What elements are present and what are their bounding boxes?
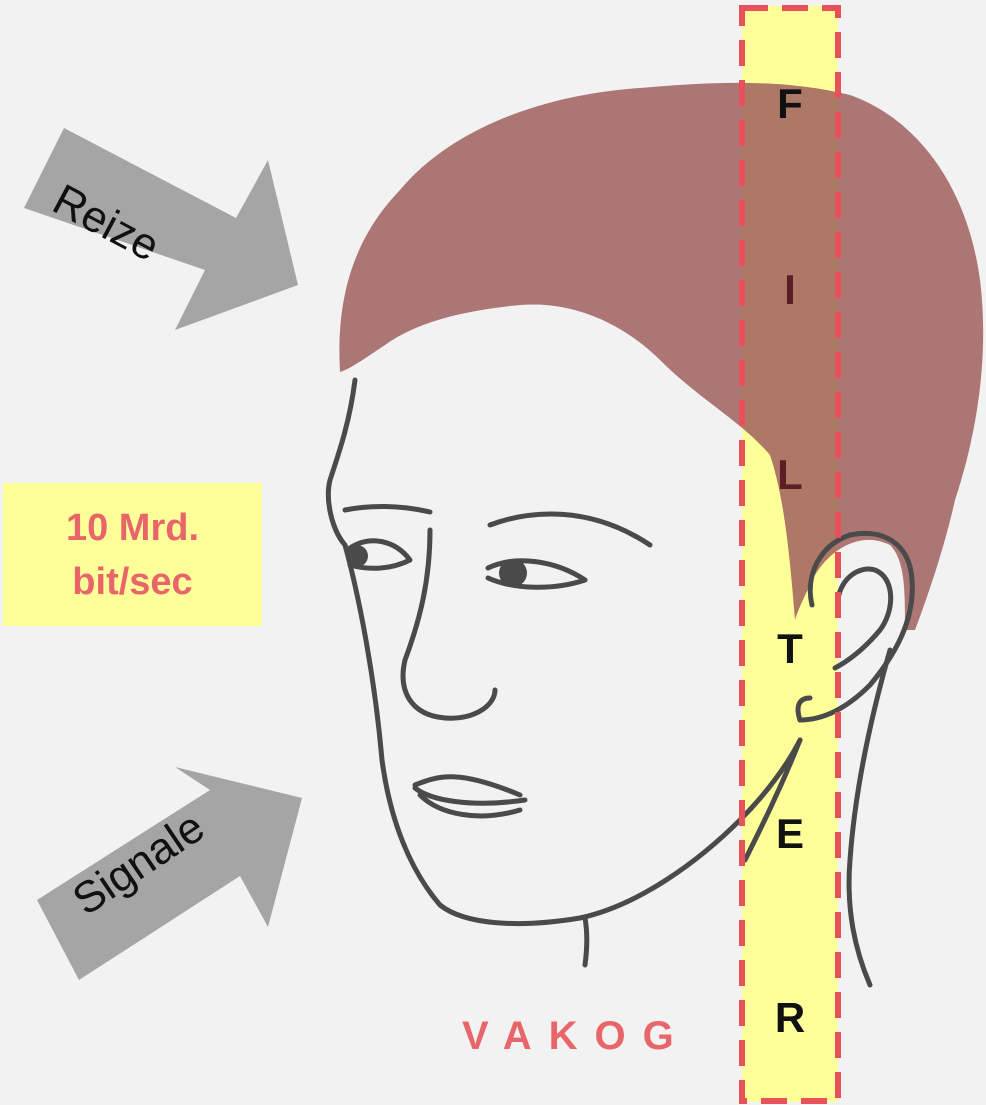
filter-letter: R (742, 994, 838, 1042)
hair (339, 83, 983, 630)
filter-letter: E (742, 810, 838, 858)
filter-letter: I (742, 266, 838, 314)
filter-letter: F (742, 80, 838, 128)
left-pupil (346, 545, 368, 567)
senses-label: VAKOG (462, 1014, 691, 1059)
filter-letter: T (742, 625, 838, 673)
filter-letter: L (742, 451, 838, 499)
signale-arrow-shape (37, 767, 302, 980)
data-rate-value: 10 Mrd. (66, 501, 199, 555)
data-rate-box: 10 Mrd. bit/sec (3, 483, 262, 626)
data-rate-unit: bit/sec (72, 555, 192, 609)
right-pupil (499, 559, 527, 587)
